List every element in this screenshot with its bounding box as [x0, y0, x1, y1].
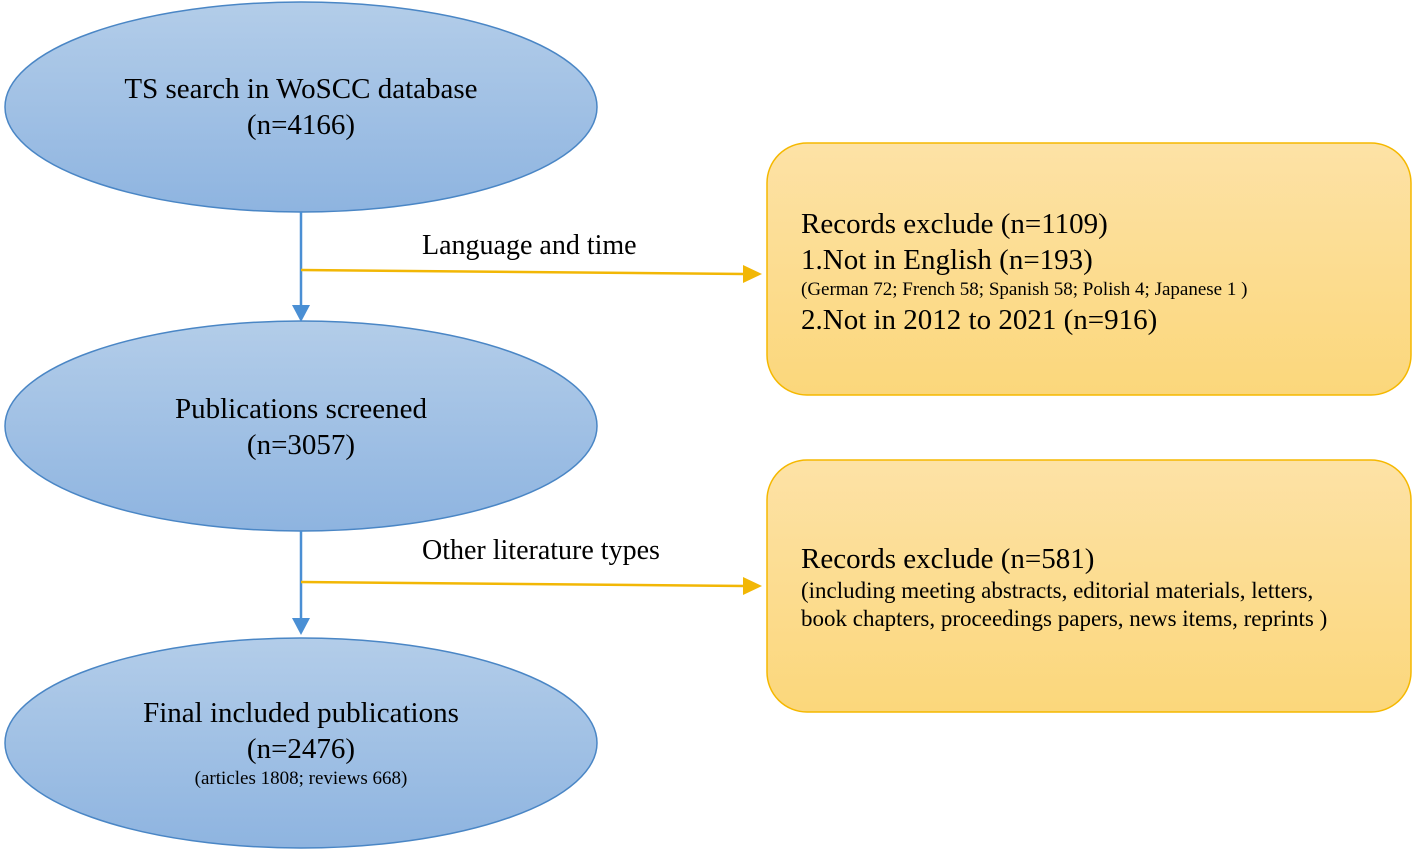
side-arrow-language-time — [300, 265, 762, 283]
exclude-types-detail-line1: (including meeting abstracts, editorial … — [801, 578, 1314, 603]
search-count: (n=4166) — [246, 109, 356, 141]
exclude-language-node: Records exclude (n=1109) 1.Not in Englis… — [767, 203, 1411, 341]
exclude-language-item1: 1.Not in English (n=193) — [801, 244, 1093, 276]
exclude-language-title: Records exclude (n=1109) — [801, 208, 1108, 240]
down-arrow-screened-to-final — [292, 531, 310, 635]
final-node: Final included publications (n=2476) (ar… — [5, 689, 597, 797]
final-detail: (articles 1808; reviews 668) — [194, 768, 408, 789]
down-arrow-search-to-screened — [292, 212, 310, 322]
exclude-language-item1-detail: (German 72; French 58; Spanish 58; Polis… — [801, 279, 1248, 300]
final-count: (n=2476) — [246, 733, 356, 765]
edge-label-language-time: Language and time — [422, 230, 637, 261]
edge-label-other-types: Other literature types — [422, 535, 660, 566]
screened-count: (n=3057) — [246, 429, 356, 461]
search-title: TS search in WoSCC database — [124, 73, 478, 105]
final-oval — [4, 637, 598, 849]
exclude-language-box — [766, 142, 1412, 396]
exclude-types-node: Records exclude (n=581) (including meeti… — [767, 540, 1411, 634]
final-title: Final included publications — [143, 697, 459, 729]
exclude-language-item2: 2.Not in 2012 to 2021 (n=916) — [801, 304, 1158, 336]
screened-title: Publications screened — [174, 393, 428, 425]
exclude-types-detail-line2: book chapters, proceedings papers, news … — [801, 606, 1328, 631]
exclude-types-title: Records exclude (n=581) — [801, 543, 1095, 575]
screened-node: Publications screened (n=3057) — [5, 390, 597, 464]
side-arrow-other-types — [300, 577, 762, 595]
search-node: TS search in WoSCC database (n=4166) — [5, 60, 597, 154]
exclude-types-box — [766, 459, 1412, 713]
